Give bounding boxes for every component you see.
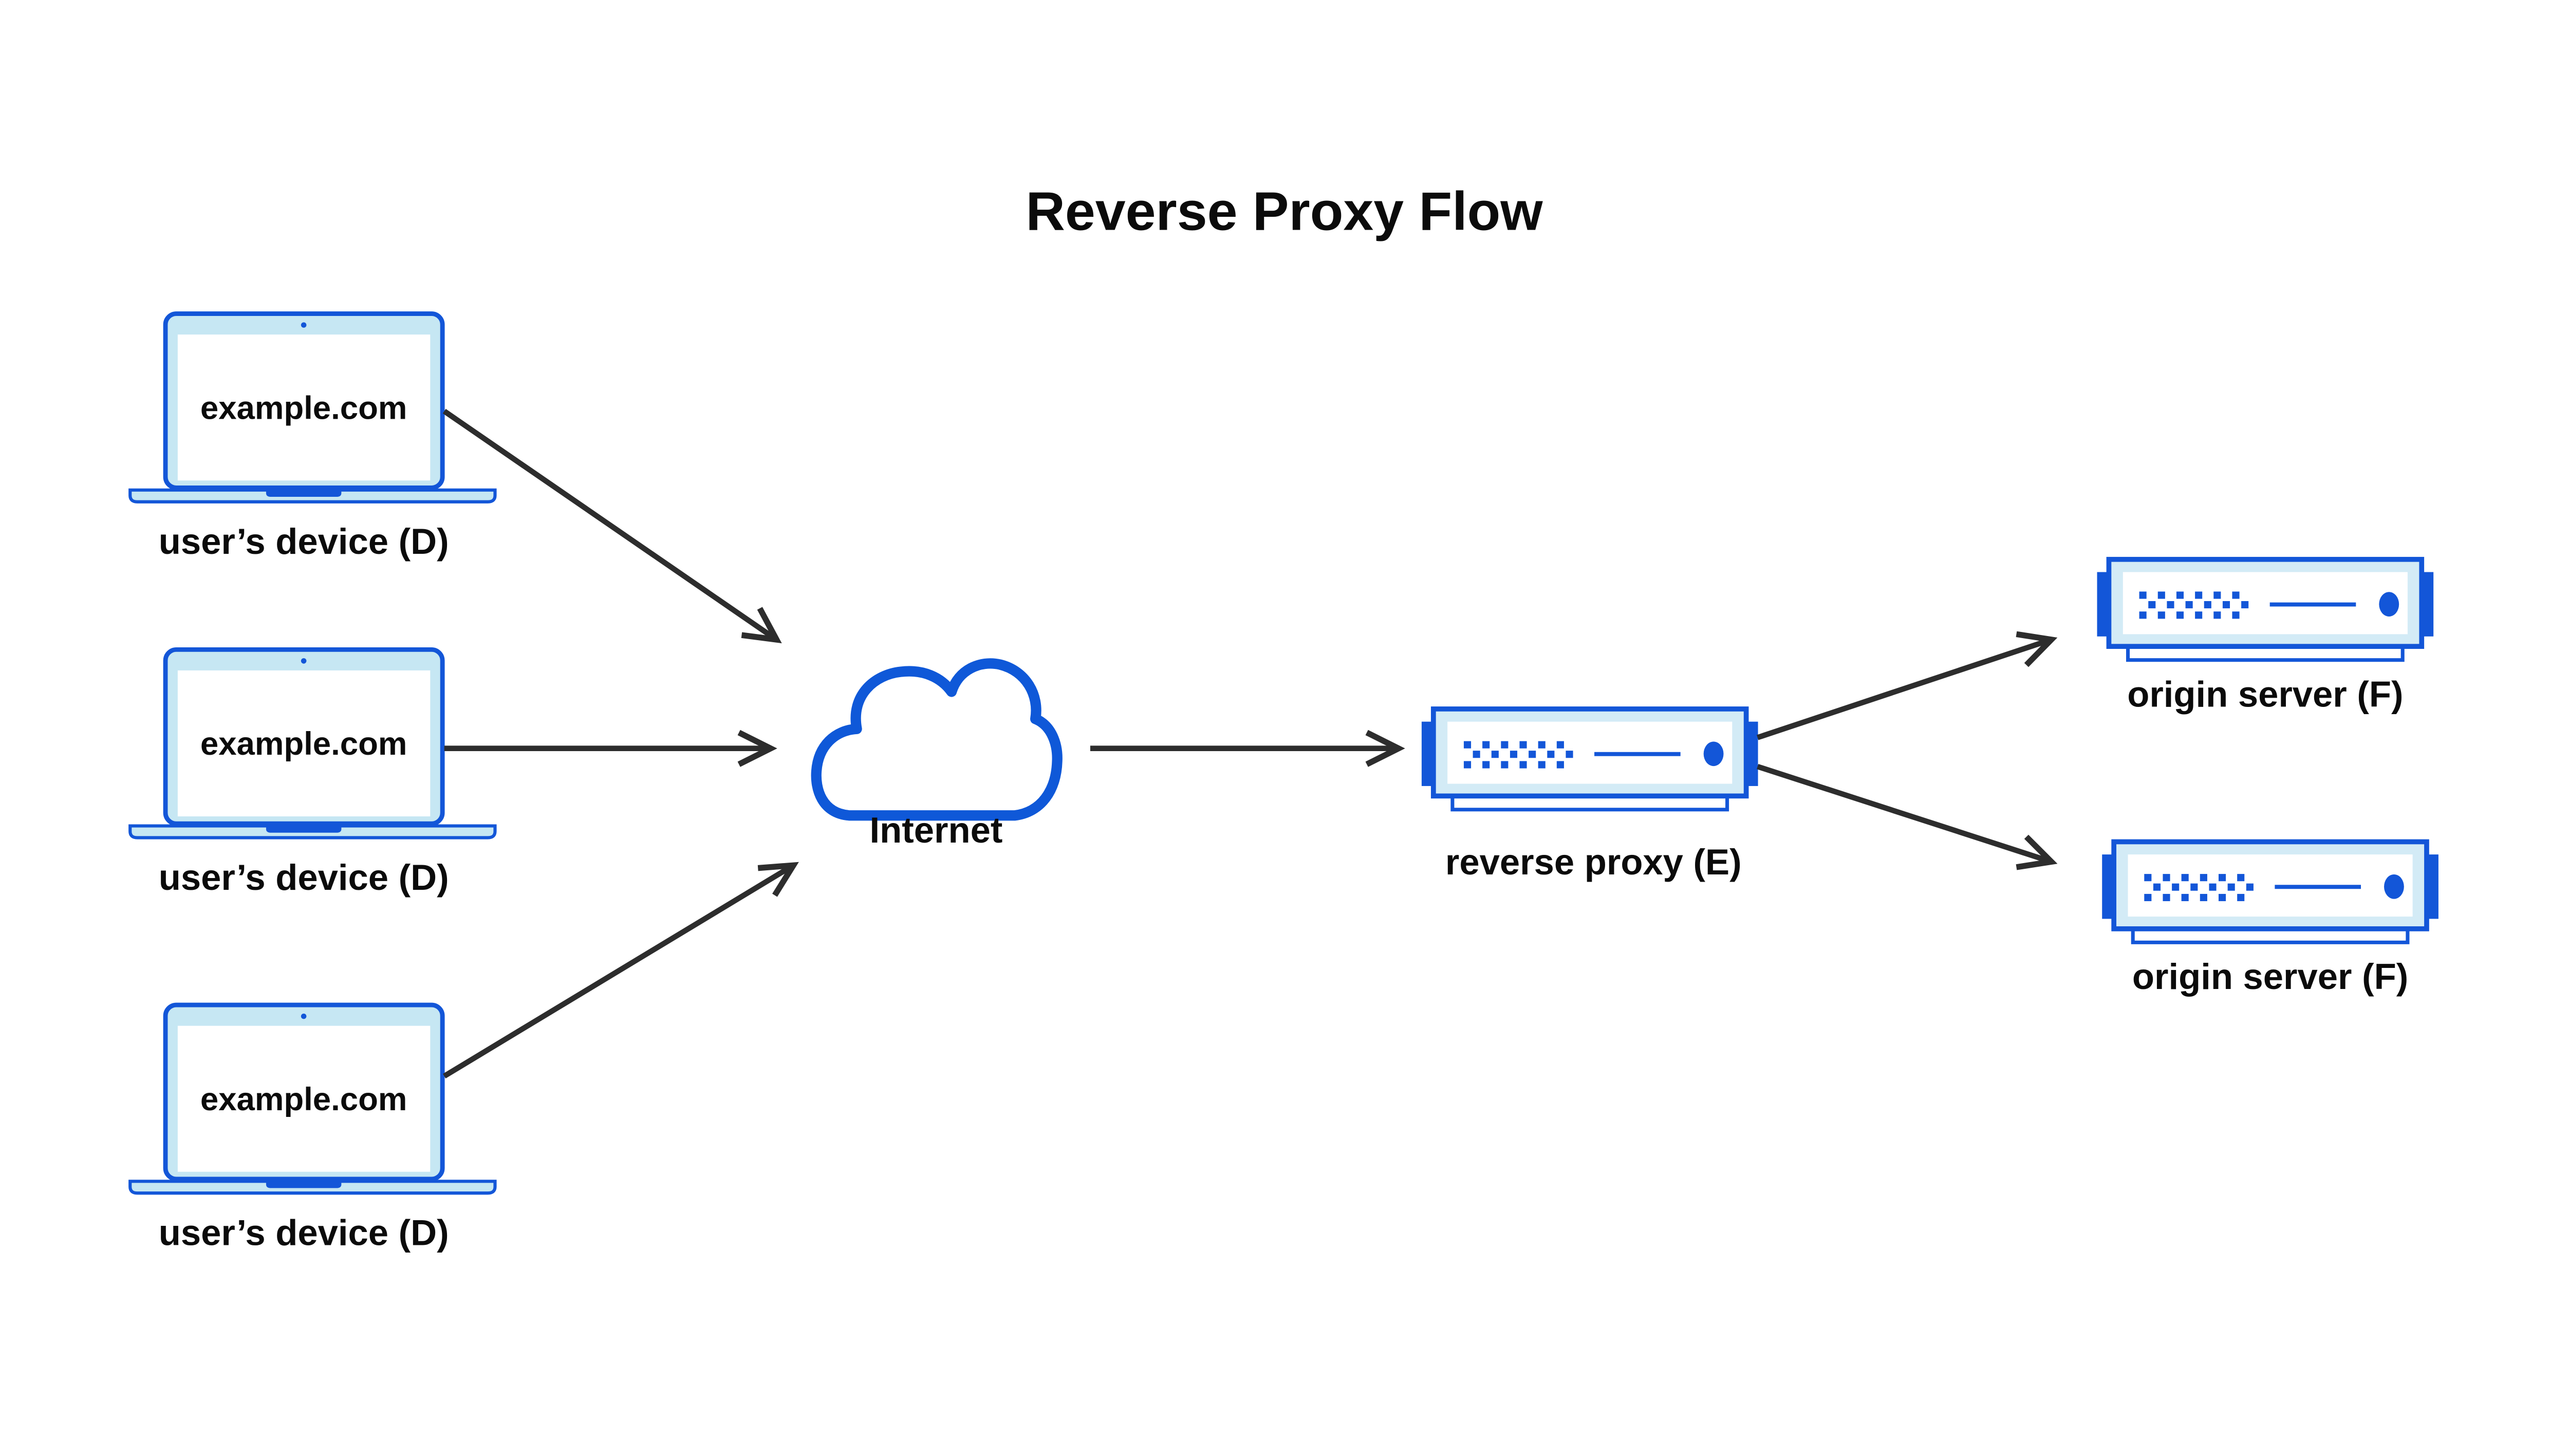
server-icon — [2102, 842, 2438, 942]
node-user-device-3: example.com user’s device (D) — [130, 1005, 495, 1253]
arrow-device3-to-internet — [442, 862, 799, 1079]
node-user-device-1: example.com user’s device (D) — [130, 314, 495, 562]
device-label: user’s device (D) — [159, 857, 449, 898]
arrow-internet-to-proxy — [1090, 730, 1405, 767]
arrow-device1-to-internet — [442, 408, 782, 644]
arrow-proxy-to-origin1 — [1757, 631, 2058, 740]
cloud-icon — [811, 658, 1063, 821]
origin-server-label: origin server (F) — [2127, 674, 2403, 715]
device-screen-url: example.com — [200, 389, 407, 426]
arrow-proxy-to-origin2 — [1757, 763, 2058, 870]
reverse-proxy-label: reverse proxy (E) — [1445, 842, 1742, 882]
node-origin-server-1: origin server (F) — [2097, 559, 2434, 715]
origin-server-label: origin server (F) — [2132, 956, 2408, 997]
internet-label: Internet — [870, 810, 1003, 850]
server-icon — [2097, 559, 2434, 660]
page-title: Reverse Proxy Flow — [1026, 181, 1543, 241]
device-label: user’s device (D) — [159, 521, 449, 562]
node-user-device-2: example.com user’s device (D) — [130, 649, 495, 898]
arrow-device2-to-internet — [444, 730, 777, 767]
node-internet: Internet — [811, 658, 1063, 850]
node-reverse-proxy: reverse proxy (E) — [1422, 709, 1758, 882]
device-screen-url: example.com — [200, 1081, 407, 1117]
flow-arrows — [442, 408, 2058, 1079]
node-origin-server-2: origin server (F) — [2102, 842, 2438, 997]
device-screen-url: example.com — [200, 725, 407, 762]
server-icon — [1422, 709, 1758, 810]
device-label: user’s device (D) — [159, 1212, 449, 1253]
